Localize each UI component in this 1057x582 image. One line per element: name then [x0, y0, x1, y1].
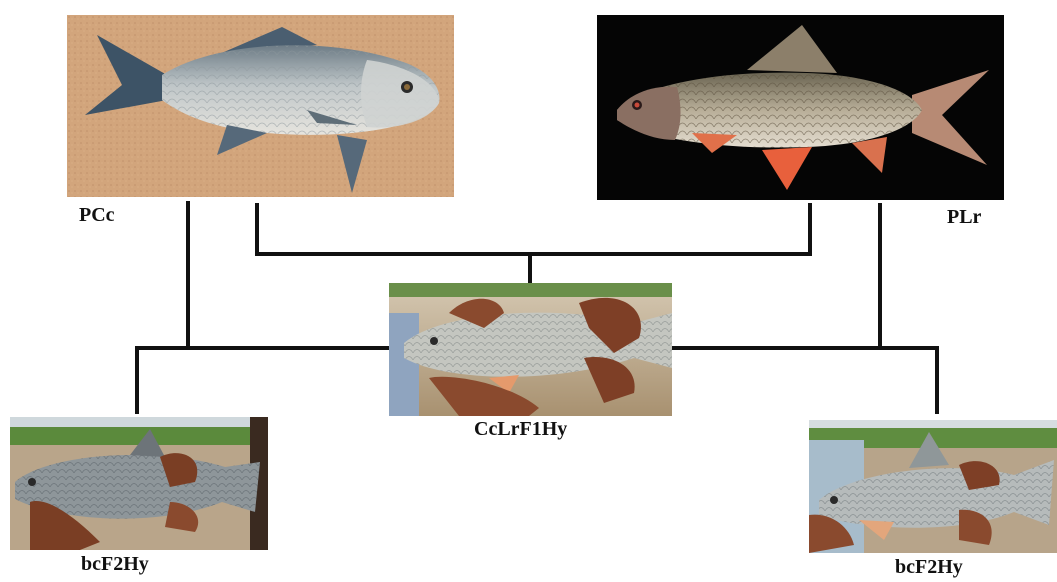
f1-hybrid-photo: [389, 283, 672, 416]
connector-left-backcross: [137, 203, 388, 412]
connector-right-backcross: [672, 205, 937, 412]
f1-hybrid-label: CcLrF1Hy: [474, 418, 567, 441]
parent-right-label: PLr: [947, 206, 981, 229]
left-backcross-photo: [10, 417, 268, 550]
pcc-fish-photo: [67, 15, 454, 197]
backcross-right-label: bcF2Hy: [895, 556, 963, 579]
connector-parents-to-f1: [257, 205, 810, 283]
right-backcross-photo: [809, 420, 1057, 553]
parent-left-label: PCc: [79, 204, 115, 227]
plr-fish-photo: [597, 15, 1004, 200]
backcross-left-label: bcF2Hy: [81, 553, 149, 576]
